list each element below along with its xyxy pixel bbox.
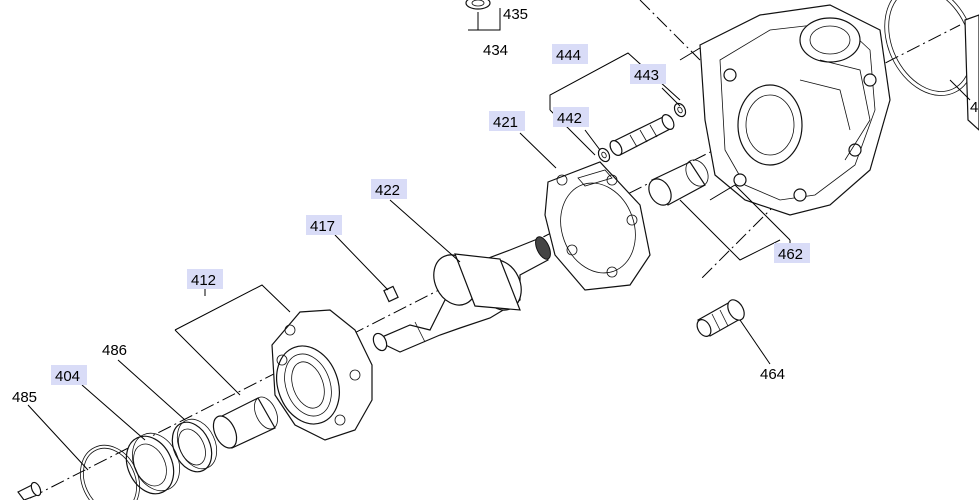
svg-text:444: 444 — [556, 47, 581, 64]
callout-417[interactable]: 417 — [306, 215, 342, 235]
sleeve — [212, 396, 278, 449]
seal-486 — [171, 418, 218, 473]
label-485: 485 — [12, 389, 37, 406]
callout-422[interactable]: 422 — [371, 179, 407, 199]
label-4-edge: 4 — [970, 99, 978, 116]
pump-housing — [699, 4, 891, 216]
label-464: 464 — [760, 366, 785, 383]
key-417 — [383, 285, 399, 303]
callout-404[interactable]: 404 — [51, 365, 87, 385]
callout-462[interactable]: 462 — [774, 243, 810, 263]
side-cover — [964, 14, 979, 131]
nut-part — [465, 0, 491, 10]
svg-text:442: 442 — [557, 110, 582, 127]
plug-464 — [696, 299, 745, 337]
callout-443[interactable]: 443 — [630, 64, 666, 84]
callout-412[interactable]: 412 — [187, 269, 223, 289]
valve-spool — [609, 114, 675, 156]
svg-text:421: 421 — [493, 114, 518, 131]
label-434: 434 — [483, 42, 508, 59]
svg-text:443: 443 — [634, 67, 659, 84]
ring-443 — [673, 102, 687, 118]
svg-text:462: 462 — [778, 246, 803, 263]
label-435: 435 — [503, 6, 528, 23]
washer-442 — [597, 147, 611, 163]
screw-485 — [17, 481, 42, 500]
label-486: 486 — [102, 342, 127, 359]
o-ring-small — [80, 444, 140, 500]
callout-444[interactable]: 444 — [552, 44, 588, 64]
svg-text:417: 417 — [310, 218, 335, 235]
svg-text:422: 422 — [375, 182, 400, 199]
callout-442[interactable]: 442 — [553, 107, 589, 127]
svg-text:404: 404 — [55, 368, 80, 385]
bearing-404 — [125, 432, 181, 495]
svg-text:412: 412 — [191, 272, 216, 289]
gasket-421 — [544, 161, 651, 291]
callout-421[interactable]: 421 — [489, 111, 525, 131]
callout-labels: 434 435 486 485 464 4 444 443 442 421 42… — [12, 6, 978, 406]
flange-412 — [271, 309, 373, 441]
bushing-462 — [648, 159, 709, 206]
drive-shaft-422 — [372, 236, 551, 353]
